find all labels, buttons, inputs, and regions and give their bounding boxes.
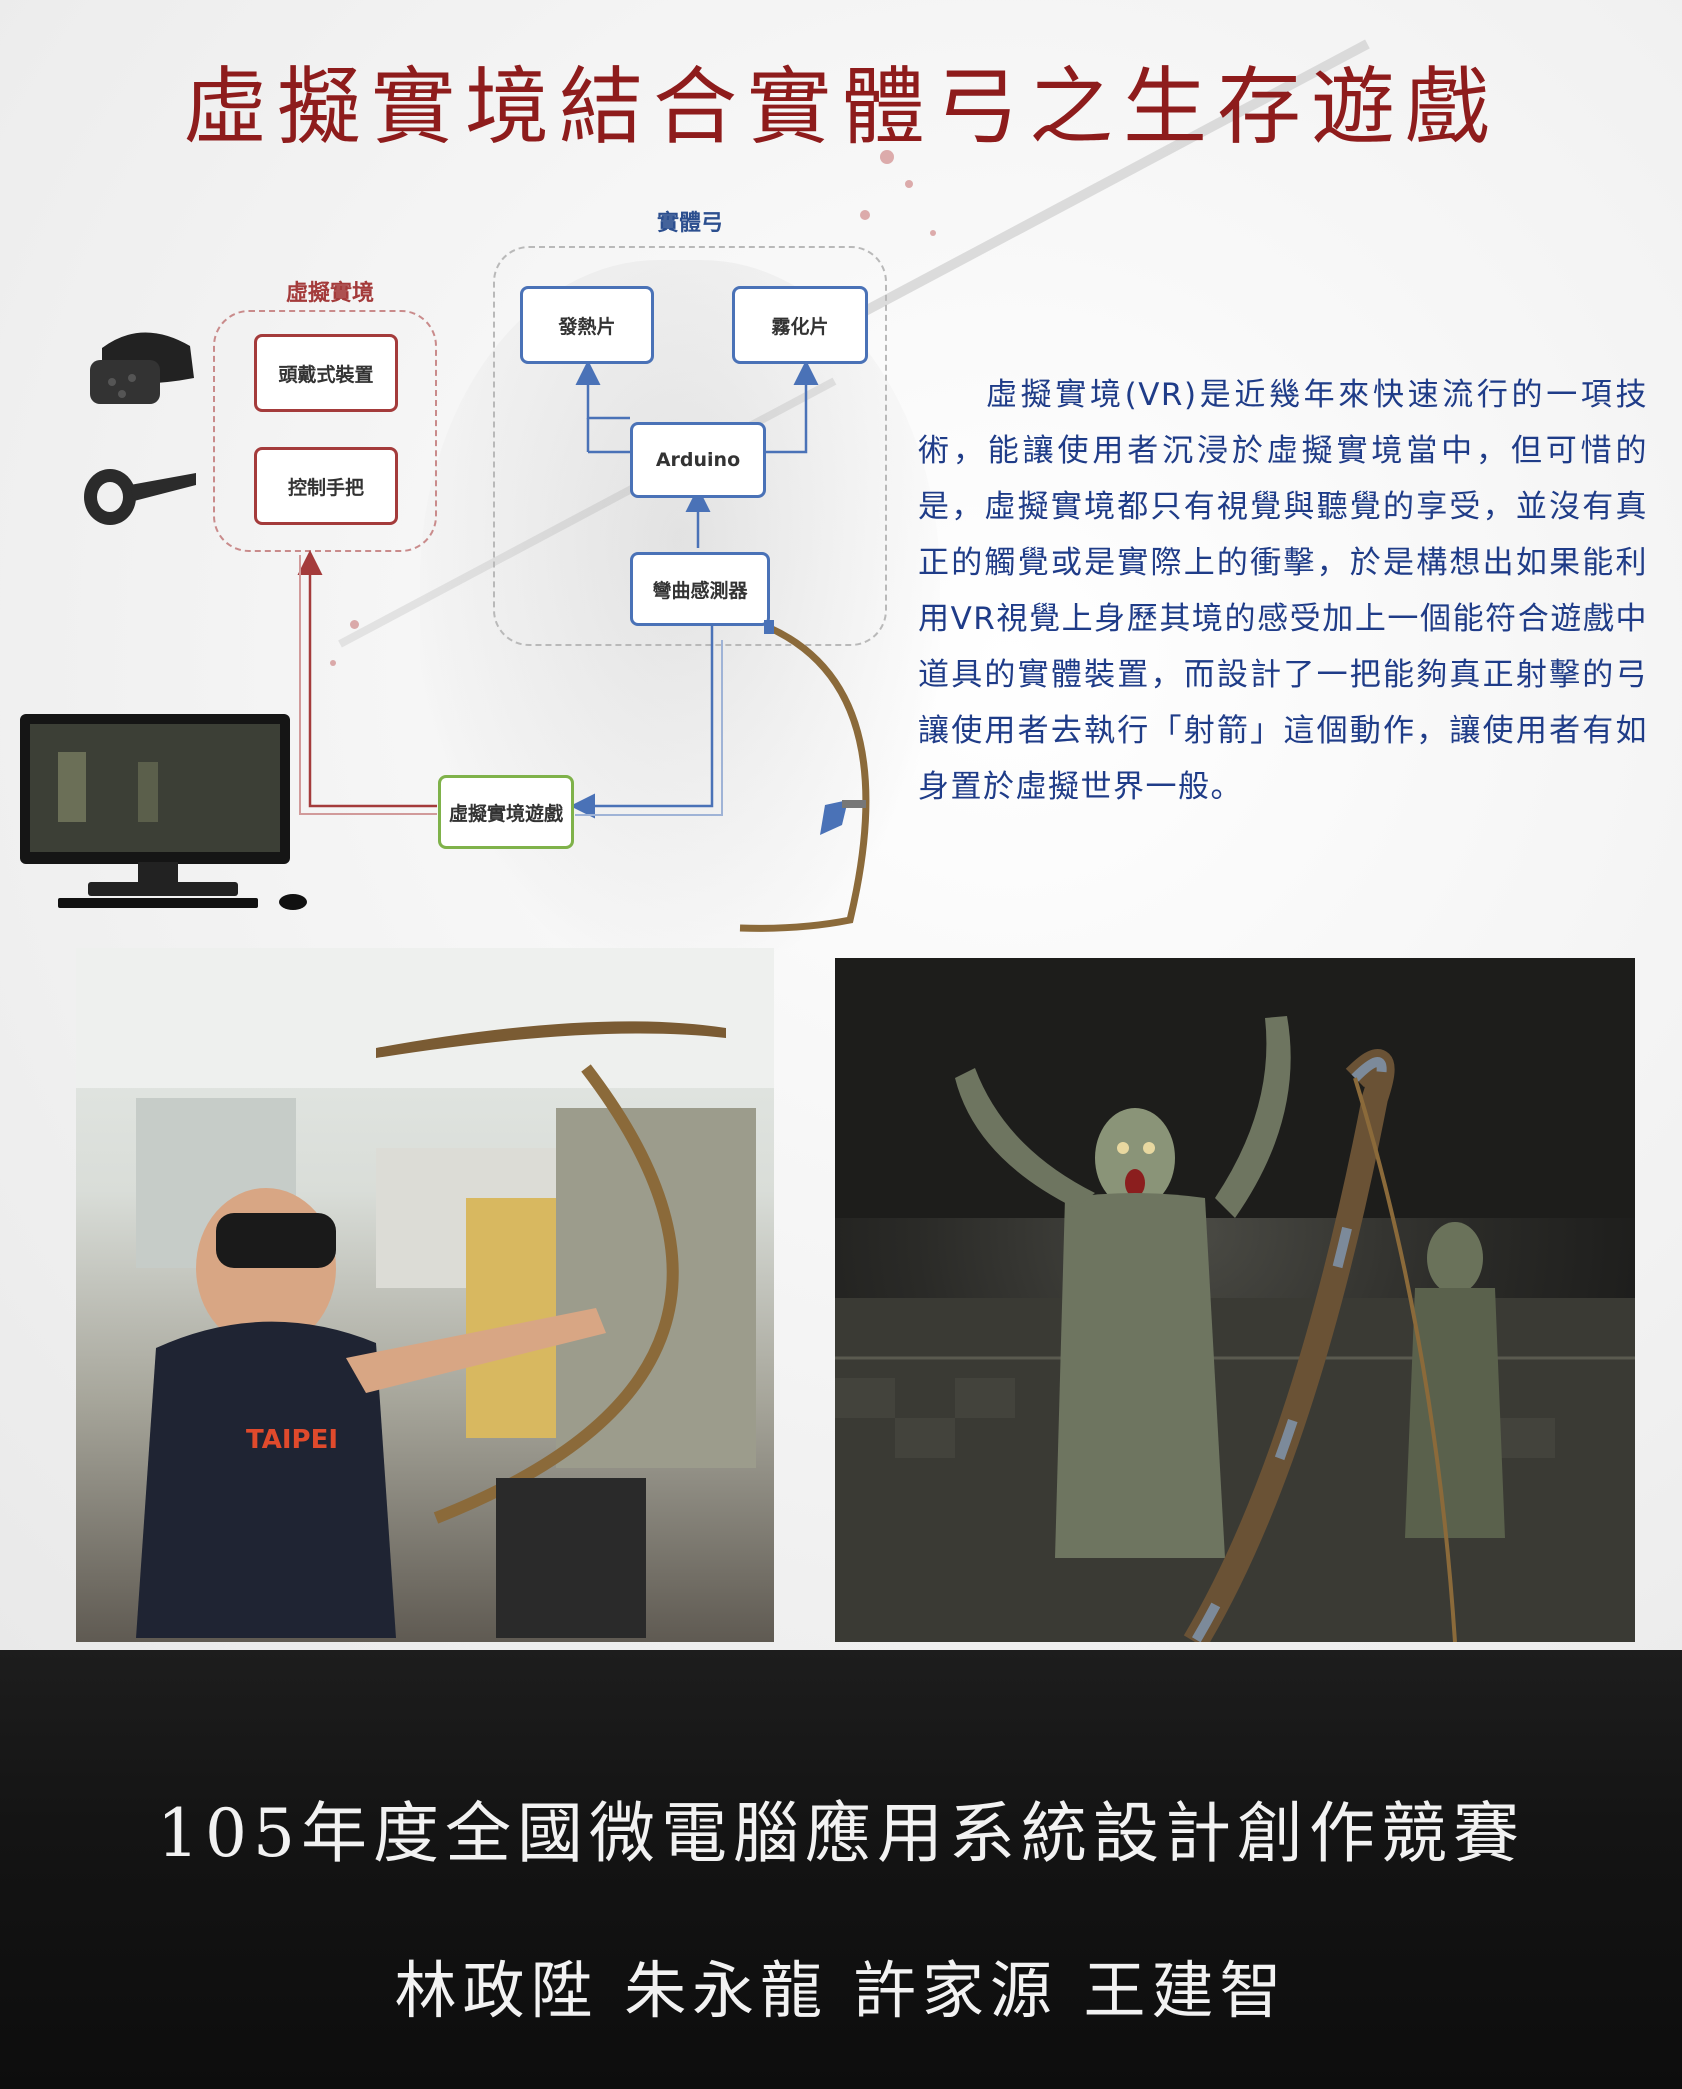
arduino-node: Arduino	[630, 422, 766, 498]
project-description: 虛擬實境(VR)是近幾年來快速流行的一項技術，能讓使用者沉浸於虛擬實境當中，但可…	[918, 377, 1648, 805]
svg-text:TAIPEI: TAIPEI	[246, 1425, 338, 1455]
bottom-banner	[0, 1650, 1682, 2089]
diagram-connectors	[297, 360, 819, 819]
game-zombie-illustration	[835, 958, 1635, 1642]
blood-splatter	[860, 210, 870, 220]
vr-group-label: 虛擬實境	[285, 281, 374, 306]
blood-splatter	[880, 150, 894, 164]
heater-node: 發熱片	[520, 286, 654, 364]
vr-controller-icon	[84, 469, 196, 525]
physical-bow-icon	[739, 620, 870, 932]
blood-splatter	[905, 180, 913, 188]
poster-title: 虛擬實境結合實體弓之生存遊戲	[182, 58, 1499, 156]
bow-group-label: 實體弓	[656, 211, 723, 236]
blood-splatter	[350, 620, 359, 629]
atomizer-node: 霧化片	[732, 286, 868, 364]
game-screenshot-photo	[835, 958, 1635, 1642]
blood-splatter	[330, 660, 336, 666]
controller-node: 控制手把	[254, 447, 398, 525]
contest-name: 105年度全國微電腦應用系統設計創作競賽	[157, 1795, 1525, 1872]
desktop-computer-icon	[20, 714, 307, 910]
user-demo-photo: TAIPEI	[76, 948, 774, 1642]
vr-group-box	[213, 310, 437, 552]
headset-node: 頭戴式裝置	[254, 334, 398, 412]
vr-game-node: 虛擬實境遊戲	[438, 775, 574, 849]
vr-headset-icon	[90, 332, 194, 404]
flex-sensor-node: 彎曲感測器	[630, 552, 770, 626]
bow-group-box	[493, 246, 887, 646]
user-with-bow-illustration: TAIPEI	[76, 948, 774, 1638]
author-names: 林政陞 朱永龍 許家源 王建智	[394, 1954, 1288, 2027]
blood-splatter	[930, 230, 936, 236]
